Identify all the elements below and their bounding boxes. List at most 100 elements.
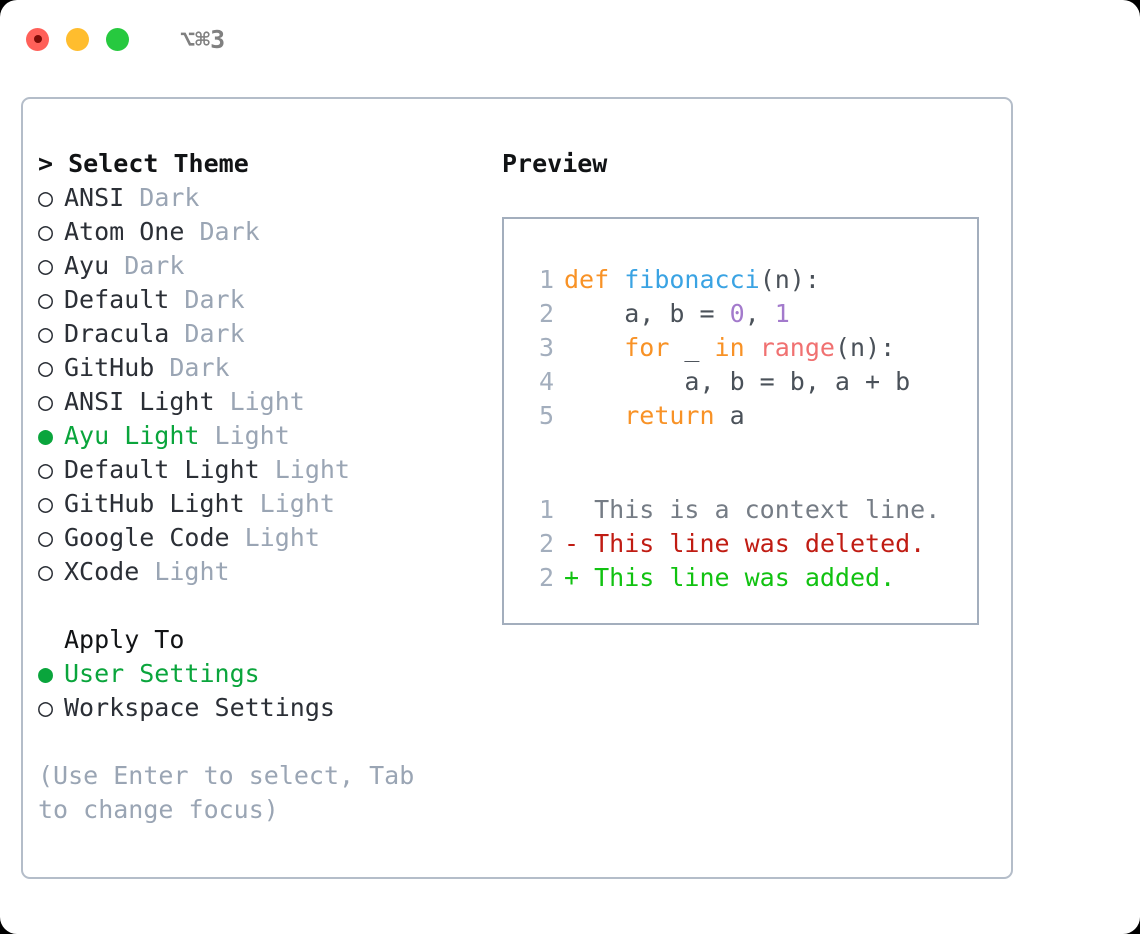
radio-selected-icon: ● (38, 659, 54, 688)
line-number: 4 (538, 367, 554, 396)
theme-name: Ayu Light (64, 421, 200, 450)
theme-picker-header: > Select Theme (38, 147, 498, 181)
code-token: in (714, 333, 745, 362)
radio-unselected-icon: ○ (38, 489, 54, 518)
theme-name: GitHub Light (64, 489, 245, 518)
radio-unselected-icon: ○ (38, 285, 54, 314)
theme-variant-tag: Light (244, 489, 335, 518)
radio-unselected-icon: ○ (38, 353, 54, 382)
theme-list-item[interactable]: ○ Default Light Light (38, 453, 498, 487)
theme-variant-tag: Dark (169, 285, 245, 314)
code-line: 3 for _ in range(n): (504, 331, 977, 365)
theme-variant-tag: Dark (184, 217, 260, 246)
theme-list-item[interactable]: ○Google Code Light (38, 521, 498, 555)
preview-title: Preview (502, 149, 608, 178)
apply-to-label: User Settings (64, 659, 260, 688)
line-number: 5 (538, 401, 554, 430)
theme-list-item[interactable]: ○Dracula Dark (38, 317, 498, 351)
theme-list-item[interactable]: ○ANSI Dark (38, 181, 498, 215)
diff-text: This is a context line. (564, 495, 941, 524)
code-token: fibonacci (624, 265, 760, 294)
diff-line: 2 + This line was added. (504, 561, 977, 595)
diff-block: 1 This is a context line.2- This line wa… (504, 493, 977, 595)
theme-list-item[interactable]: ○ XCode Light (38, 555, 498, 589)
line-number: 2 (538, 563, 554, 592)
code-line: 4 a, b = b, a + b (504, 365, 977, 399)
theme-list-item[interactable]: ○ GitHub Dark (38, 351, 498, 385)
code-line: 5 return a (504, 399, 977, 433)
keyboard-hint: (Use Enter to select, Tab to change focu… (38, 761, 430, 824)
theme-variant-tag: Light (199, 421, 290, 450)
code-token: a, b = b, a + b (564, 367, 911, 396)
title-bar: ⌥⌘3 (0, 0, 1140, 78)
theme-name: ANSI Light (64, 387, 215, 416)
theme-list-item[interactable]: ○ Atom One Dark (38, 215, 498, 249)
caret-icon: > (38, 149, 54, 178)
code-token: def (564, 265, 625, 294)
theme-list-item[interactable]: ● Ayu Light Light (38, 419, 498, 453)
code-line: 2 a, b = 0, 1 (504, 297, 977, 331)
apply-to-title: Apply To (64, 625, 185, 654)
code-token (564, 401, 624, 430)
line-number: 2 (538, 529, 554, 558)
radio-unselected-icon: ○ (38, 455, 54, 484)
apply-to-label: Workspace Settings (64, 693, 335, 722)
theme-name: Dracula (64, 319, 170, 348)
apply-to-option[interactable]: ● User Settings (38, 657, 498, 691)
theme-variant-tag: Light (139, 557, 230, 586)
line-number: 1 (538, 495, 554, 524)
line-number: 1 (538, 265, 554, 294)
diff-text: - This line was deleted. (564, 529, 926, 558)
code-token: a, b = (564, 299, 730, 328)
minimize-button[interactable] (66, 27, 89, 51)
code-token (564, 333, 624, 362)
theme-list-item[interactable]: ○ GitHub Light Light (38, 487, 498, 521)
main-card: > Select Theme ○ANSI Dark○Atom One Dark○… (21, 97, 1013, 879)
radio-unselected-icon: ○ (38, 217, 54, 246)
theme-variant-tag: Dark (154, 353, 230, 382)
theme-variant-tag: Dark (109, 251, 185, 280)
theme-variant-tag: Light (259, 455, 350, 484)
code-token: a (714, 401, 745, 430)
theme-variant-tag: Light (214, 387, 305, 416)
close-button[interactable] (26, 27, 49, 51)
diff-line: 2 - This line was deleted. (504, 527, 977, 561)
code-diff-spacer (504, 433, 977, 493)
line-number: 2 (538, 299, 554, 328)
apply-to-option[interactable]: ○Workspace Settings (38, 691, 498, 725)
maximize-button[interactable] (106, 27, 129, 51)
apply-to-header: Apply To (38, 623, 498, 657)
theme-name: XCode (64, 557, 140, 586)
theme-name: Atom One (64, 217, 185, 246)
theme-list-item[interactable]: ○ANSI Light Light (38, 385, 498, 419)
code-token: 0 (729, 299, 745, 328)
diff-line: 1 This is a context line. (504, 493, 977, 527)
radio-unselected-icon: ○ (38, 557, 54, 586)
code-token (745, 333, 760, 362)
code-token: 1 (774, 299, 790, 328)
theme-list-item[interactable]: ○Ayu Dark (38, 249, 498, 283)
theme-name: GitHub (64, 353, 155, 382)
theme-list-item[interactable]: ○Default Dark (38, 283, 498, 317)
theme-list: ○ANSI Dark○Atom One Dark○Ayu Dark○Defaul… (38, 181, 498, 589)
radio-unselected-icon: ○ (38, 251, 54, 280)
radio-selected-icon: ● (38, 421, 54, 450)
theme-variant-tag: Light (229, 523, 320, 552)
diff-text: + This line was added. (564, 563, 896, 592)
theme-variant-tag: Dark (169, 319, 245, 348)
line-number: 3 (538, 333, 554, 362)
radio-unselected-icon: ○ (38, 183, 54, 212)
keyboard-shortcut-label: ⌥⌘3 (180, 24, 226, 54)
theme-name: Google Code (64, 523, 230, 552)
theme-name: Default Light (64, 455, 260, 484)
list-spacer (38, 589, 498, 623)
theme-name: ANSI (64, 183, 125, 212)
code-token: return (624, 401, 715, 430)
theme-picker-panel: > Select Theme ○ANSI Dark○Atom One Dark○… (38, 147, 498, 827)
window-controls (26, 27, 129, 51)
